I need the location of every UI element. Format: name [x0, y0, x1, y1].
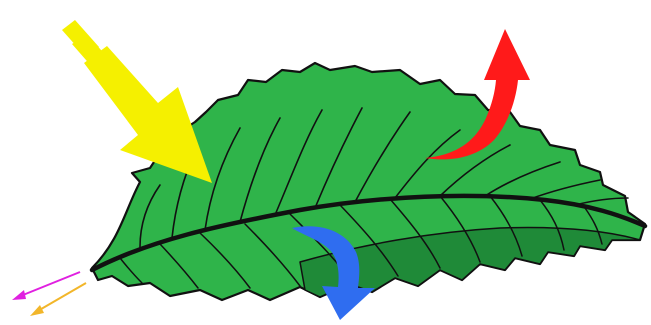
incoming-light-arrow	[62, 20, 212, 183]
small-magenta-arrow	[12, 272, 80, 300]
incoming-light-shaft	[84, 46, 212, 183]
